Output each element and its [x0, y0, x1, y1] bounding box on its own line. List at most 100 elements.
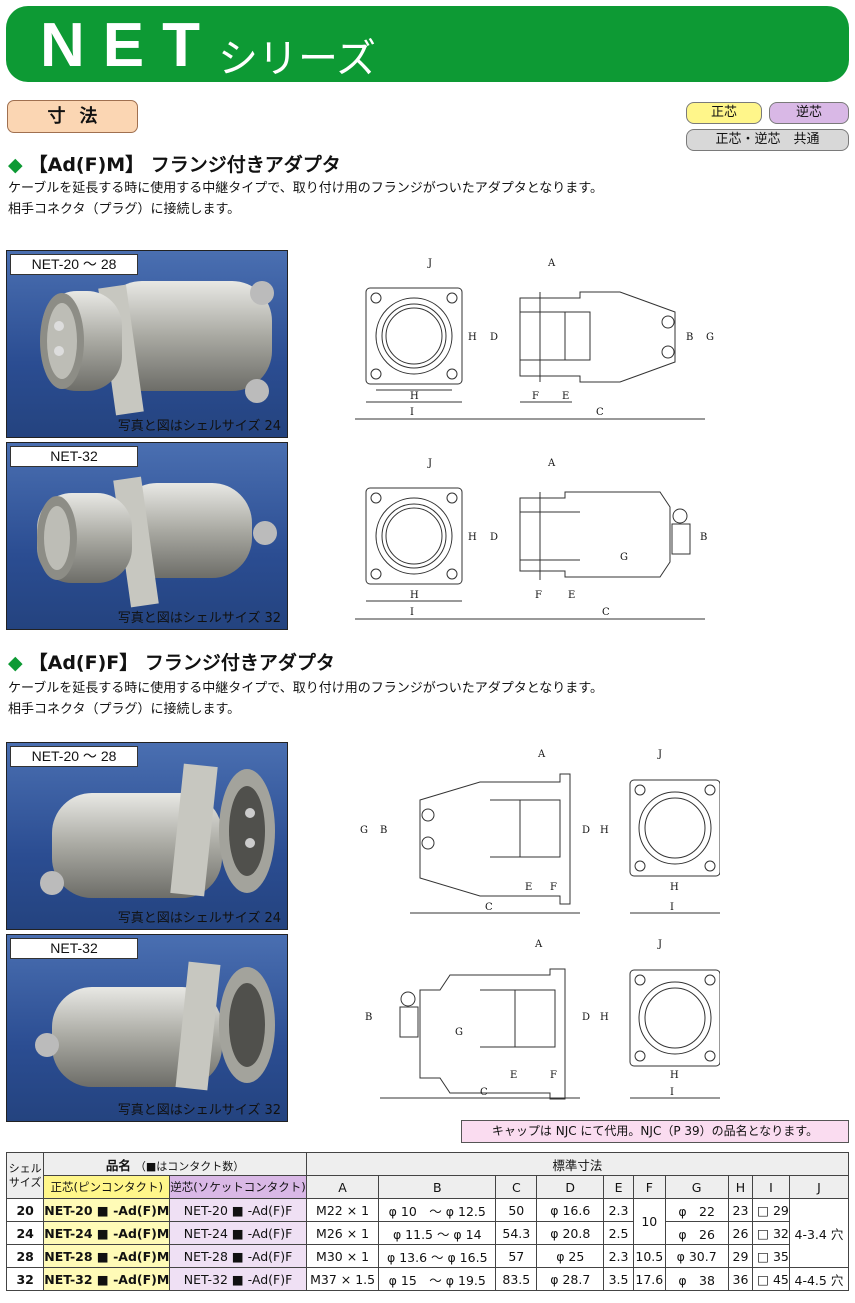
- photo-tag: NET-32: [10, 446, 138, 467]
- svg-text:J: J: [657, 749, 662, 760]
- adfm-desc-2: 相手コネクタ（プラグ）に接続します。: [8, 202, 241, 217]
- adfm-drawing-20-28: J A H D B G I H F E C: [355, 258, 714, 420]
- svg-text:H: H: [468, 532, 477, 543]
- svg-text:D: D: [582, 1012, 590, 1023]
- connector-photo-illustration: [40, 281, 274, 416]
- series-header: NET シリーズ: [6, 6, 849, 82]
- adfm-photo-32: NET-32 写真と図はシェルサイズ 32: [6, 442, 288, 630]
- table-row: 32 NET-32 ■ -Ad(F)M NET-32 ■ -Ad(F)F M37…: [5, 1267, 850, 1291]
- svg-text:G: G: [360, 825, 368, 836]
- photo-tag: NET-32: [10, 938, 138, 959]
- svg-text:F: F: [532, 391, 539, 402]
- svg-text:C: C: [602, 607, 610, 618]
- svg-text:C: C: [485, 902, 493, 913]
- svg-text:E: E: [525, 882, 532, 893]
- diamond-icon: ◆: [8, 652, 23, 674]
- adff-heading: ◆【Ad(F)F】 フランジ付きアダプタ: [8, 652, 335, 674]
- svg-text:A: A: [537, 749, 546, 760]
- svg-text:J: J: [657, 939, 662, 950]
- header-std-dims: 標準寸法: [305, 1152, 850, 1176]
- svg-text:I: I: [410, 607, 414, 618]
- adfm-photo-20-28: NET-20 〜 28 写真と図はシェルサイズ 24: [6, 250, 288, 438]
- adff-drawing-32: A J B G D H E F C H I: [365, 939, 720, 1100]
- svg-text:A: A: [534, 939, 543, 950]
- adff-photo-20-28: NET-20 〜 28 写真と図はシェルサイズ 24: [6, 742, 288, 930]
- svg-text:G: G: [706, 332, 714, 343]
- svg-text:F: F: [550, 1070, 557, 1081]
- col-I: I: [752, 1175, 790, 1199]
- svg-text:H: H: [410, 590, 419, 601]
- legend-common: 正芯・逆芯 共通: [686, 129, 849, 151]
- header-socket: 逆芯(ソケットコンタクト): [169, 1175, 307, 1199]
- diamond-icon: ◆: [8, 154, 23, 176]
- photo-caption: 写真と図はシェルサイズ 24: [117, 419, 281, 434]
- header-pin: 正芯(ピンコンタクト): [43, 1175, 171, 1199]
- svg-text:E: E: [510, 1070, 517, 1081]
- col-B: B: [378, 1175, 497, 1199]
- svg-text:B: B: [700, 532, 707, 543]
- svg-text:I: I: [670, 902, 674, 913]
- col-A: A: [305, 1175, 380, 1199]
- connector-photo-illustration: [35, 961, 275, 1091]
- svg-text:H: H: [600, 825, 609, 836]
- adff-drawing-20-28: A J G B D H E F C H I: [360, 749, 720, 914]
- svg-text:G: G: [620, 552, 628, 563]
- svg-text:A: A: [547, 458, 556, 469]
- photo-tag: NET-20 〜 28: [10, 746, 138, 767]
- svg-text:D: D: [490, 532, 498, 543]
- photo-caption: 写真と図はシェルサイズ 32: [117, 1103, 281, 1118]
- svg-text:C: C: [596, 407, 604, 418]
- svg-text:B: B: [686, 332, 693, 343]
- svg-text:E: E: [562, 391, 569, 402]
- svg-text:E: E: [568, 590, 575, 601]
- adfm-desc-1: ケーブルを延長する時に使用する中継タイプで、取り付け用のフランジがついたアダプタ…: [8, 181, 604, 196]
- svg-text:H: H: [600, 1012, 609, 1023]
- col-G: G: [664, 1175, 729, 1199]
- legend-gyakushin: 逆芯: [769, 102, 849, 124]
- svg-text:D: D: [582, 825, 590, 836]
- svg-text:H: H: [670, 1070, 679, 1081]
- adfm-drawing-32: J A H D B G I H F E C: [355, 458, 707, 620]
- table-row: 20 NET-20 ■ -Ad(F)M NET-20 ■ -Ad(F)F M22…: [5, 1198, 850, 1268]
- dimension-table: シェルサイズ 品名 （■はコンタクト数） 標準寸法 正芯(ピンコンタクト) 逆芯…: [5, 1152, 850, 1291]
- table-row: 28 NET-28 ■ -Ad(F)M NET-28 ■ -Ad(F)F M30…: [5, 1244, 849, 1268]
- col-D: D: [536, 1175, 605, 1199]
- svg-text:G: G: [455, 1027, 463, 1038]
- adff-photo-32: NET-32 写真と図はシェルサイズ 32: [6, 934, 288, 1122]
- series-name: NET: [40, 11, 218, 80]
- header-name: 品名 （■はコンタクト数）: [43, 1152, 307, 1176]
- svg-text:J: J: [427, 258, 432, 269]
- col-C: C: [495, 1175, 538, 1199]
- series-suffix: シリーズ: [218, 36, 376, 82]
- adff-desc-1: ケーブルを延長する時に使用する中継タイプで、取り付け用のフランジがついたアダプタ…: [8, 681, 604, 696]
- photo-caption: 写真と図はシェルサイズ 24: [117, 911, 281, 926]
- svg-text:B: B: [365, 1012, 372, 1023]
- section-label: 寸法: [7, 100, 138, 133]
- svg-text:I: I: [410, 407, 414, 418]
- col-J: J: [788, 1175, 850, 1199]
- connector-photo-illustration: [40, 763, 275, 898]
- svg-text:F: F: [535, 590, 542, 601]
- col-H: H: [727, 1175, 754, 1199]
- photo-tag: NET-20 〜 28: [10, 254, 138, 275]
- svg-text:F: F: [550, 882, 557, 893]
- col-F: F: [633, 1175, 666, 1199]
- connector-photo-illustration: [37, 476, 277, 608]
- table-row: 24 NET-24 ■ -Ad(F)M NET-24 ■ -Ad(F)F M26…: [5, 1221, 849, 1245]
- svg-text:H: H: [468, 332, 477, 343]
- svg-text:B: B: [380, 825, 387, 836]
- photo-caption: 写真と図はシェルサイズ 32: [117, 611, 281, 626]
- svg-text:C: C: [480, 1087, 488, 1098]
- col-E: E: [603, 1175, 635, 1199]
- svg-text:I: I: [670, 1087, 674, 1098]
- legend-seishin: 正芯: [686, 102, 762, 124]
- cap-note: キャップは NJC にて代用。NJC（P 39）の品名となります。: [461, 1120, 849, 1143]
- svg-text:D: D: [490, 332, 498, 343]
- svg-text:A: A: [547, 258, 556, 269]
- svg-text:H: H: [410, 391, 419, 402]
- adfm-heading: ◆【Ad(F)M】 フランジ付きアダプタ: [8, 154, 341, 176]
- svg-text:J: J: [427, 458, 432, 469]
- svg-text:H: H: [670, 882, 679, 893]
- adff-desc-2: 相手コネクタ（プラグ）に接続します。: [8, 702, 241, 717]
- header-shell-size: シェルサイズ: [5, 1152, 45, 1199]
